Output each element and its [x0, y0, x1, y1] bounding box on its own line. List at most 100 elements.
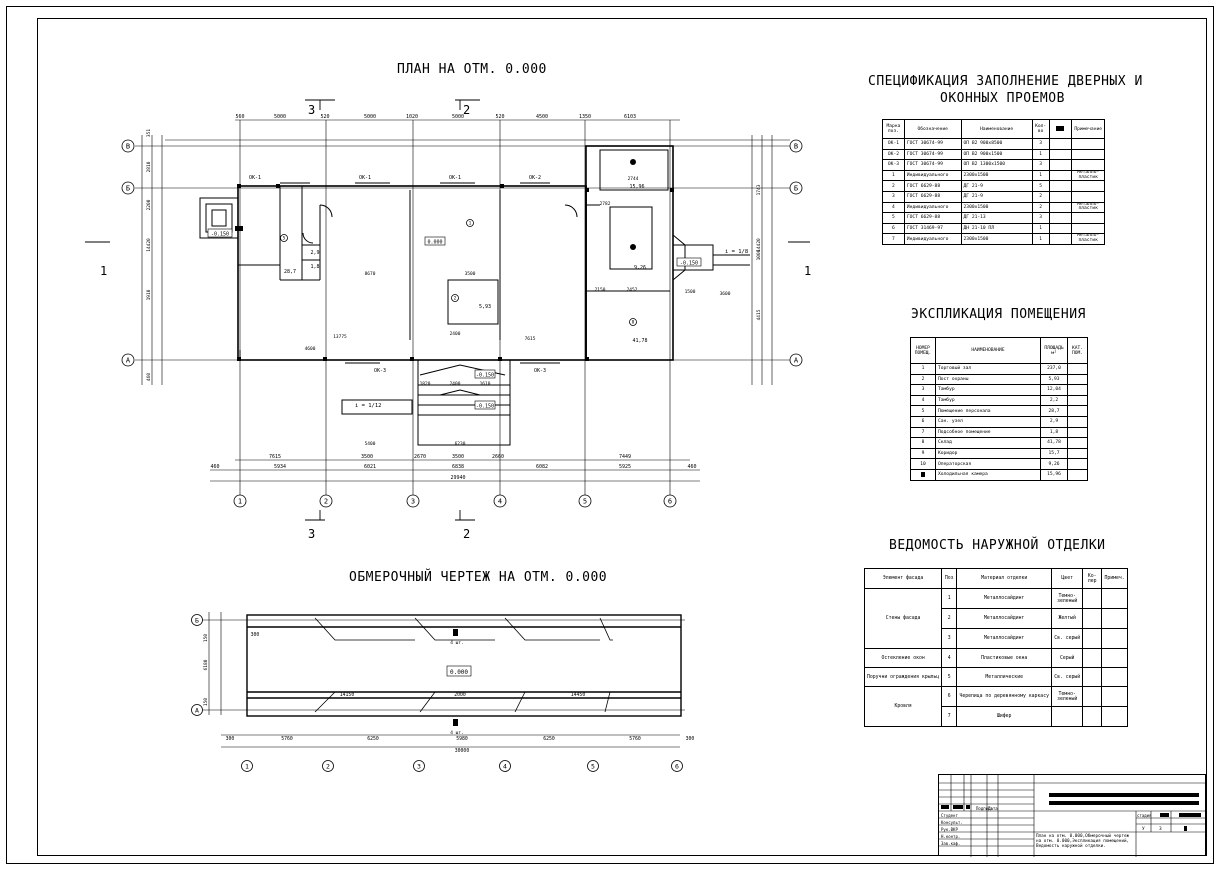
axis-label-Б: Б [794, 185, 798, 193]
spec-cell: 2 [1031, 201, 1050, 214]
axis-bubble-right [789, 139, 803, 153]
spec-cell: Индивидуального [903, 233, 962, 245]
measure-axis-bubble [322, 760, 334, 772]
spec-cell: ОК-2 [882, 148, 905, 161]
measure-axis-label-Б: Б [195, 616, 199, 624]
room-number: 5 [283, 236, 286, 242]
finish-cell: 7 [941, 706, 958, 727]
plan-bottom-dimension: 3500 [452, 454, 464, 460]
drawing-outer-frame [6, 6, 1214, 864]
measure-axis-label-3: 3 [417, 762, 421, 770]
axis-bubble-bottom [233, 494, 247, 508]
plan-top-dimension: 1350 [579, 114, 591, 120]
expl-cell: 9 [910, 447, 936, 460]
plan-window-label: ОК-3 [374, 368, 386, 374]
plan-bottom-dimension: 3500 [361, 454, 373, 460]
title-block: Подпись Дата Студент Консульт. Рук.ВКР Н… [938, 774, 1207, 857]
stamp-description: План на отм. 0.000,Обмерочный чертеж на … [1036, 834, 1130, 850]
axis-bubble-left [121, 353, 135, 367]
finish-cell: 6 [941, 686, 958, 707]
measure-dimension: 6250 [367, 736, 379, 742]
measure-offset-dimension: 300 [251, 632, 260, 638]
axis-bubble-right [789, 353, 803, 367]
measure-elevation-mark: 0.000 [450, 669, 468, 676]
expl-cell [1067, 458, 1088, 470]
finish-cell: 1 [941, 588, 958, 609]
spec-cell: 2 [1031, 190, 1050, 203]
room-number-bubble [280, 234, 288, 242]
spec-cell: ГОСТ 6629-88 [903, 190, 962, 203]
spec-cell: 5 [1031, 180, 1050, 192]
expl-cell: Тамбур [935, 384, 1041, 396]
plan-inner-dimension: 2452 [627, 287, 638, 293]
plan-inner-dimension: 1500 [685, 289, 696, 295]
spec-header-mark: Марка поз. [882, 119, 905, 139]
plan-elevation-porch: -0.150 [476, 373, 494, 379]
spec-cell: 3 [1031, 138, 1050, 150]
room-number: 1 [469, 221, 472, 227]
plan-inner-dimension: 4600 [305, 346, 316, 352]
plan-bottom-dimension: 7449 [619, 454, 631, 460]
plan-elevation-mark: 0.000 [427, 240, 442, 246]
plan-inner-dimension: 2744 [628, 176, 639, 182]
spec-cell: Металло-пластик [1071, 201, 1105, 214]
spec-cell [1048, 222, 1073, 235]
axis-bubble-left [121, 139, 135, 153]
plan-total-dimension: 29940 [450, 475, 465, 481]
plan-inner-dimension: 6230 [455, 441, 466, 447]
spec-cell: ГОСТ 31469-97 [903, 222, 962, 235]
measure-axis-label-А: А [195, 706, 199, 714]
expl-header-number: НОМЕР ПОМЕЩ. [910, 337, 936, 364]
spec-cell [1048, 180, 1073, 192]
expl-cell [910, 468, 936, 481]
expl-cell: 8 [910, 437, 936, 449]
spec-cell [1071, 180, 1105, 192]
spec-cell: 2 [882, 180, 905, 192]
expl-cell [1067, 437, 1088, 449]
plan-inner-dimension: 2150 [595, 287, 606, 293]
section-mark-1-left: 1 [100, 264, 107, 278]
plan-inner-dimension: 1820 [420, 381, 431, 387]
finish-cell: Пластиковые окна [956, 648, 1053, 668]
spec-cell [1048, 148, 1073, 161]
plan-right-dimension: 14420 [756, 238, 762, 252]
expl-cell: 4 [910, 394, 936, 407]
expl-header-area: ПЛОЩАДЬ м² [1040, 337, 1068, 364]
stamp-stage: У [1142, 826, 1145, 832]
spec-header-mass [1048, 119, 1073, 139]
plan-room-area: 9,26 [634, 265, 646, 271]
spec-cell: 5 [882, 212, 905, 224]
measure-dimension: 300 [226, 736, 235, 742]
plan-bottom-dimension: 5925 [619, 464, 631, 470]
spec-cell: ГОСТ 6629-88 [903, 180, 962, 192]
floor-plan-drawing: 0.000 -0.150 -0.150 -0.150 -0.150 i = 1/… [85, 99, 811, 541]
spec-cell: 1 [1031, 169, 1050, 182]
plan-window-label: ОК-3 [534, 368, 546, 374]
plan-title: ПЛАН НА ОТМ. 0.000 [397, 62, 547, 77]
room-number-bubble [629, 318, 637, 326]
expl-cell: Операторская [935, 458, 1041, 470]
measure-dimension: 5980 [456, 736, 468, 742]
plan-left-dimension: 460 [146, 373, 152, 381]
spec-cell [1048, 159, 1073, 171]
finish-group-walls: Стены фасада [863, 588, 943, 649]
room-number: 2 [454, 296, 457, 302]
stamp-role-head: Зав.каф. [941, 841, 960, 846]
plan-left-dimension: 14420 [146, 238, 152, 252]
spec-cell: ГОСТ 30674-99 [903, 148, 962, 161]
measure-axis-bubble [587, 760, 599, 772]
room-number-bubble [451, 294, 459, 302]
room-number-bubble [466, 219, 474, 227]
expl-cell [1067, 426, 1088, 439]
plan-window-label: ОК-1 [359, 175, 371, 181]
expl-cell: Подсобное помещение [935, 426, 1041, 439]
plan-inner-dimension: 8670 [365, 271, 376, 277]
measure-dimension: 5760 [629, 736, 641, 742]
plan-left-dimension: 2200 [146, 199, 152, 210]
